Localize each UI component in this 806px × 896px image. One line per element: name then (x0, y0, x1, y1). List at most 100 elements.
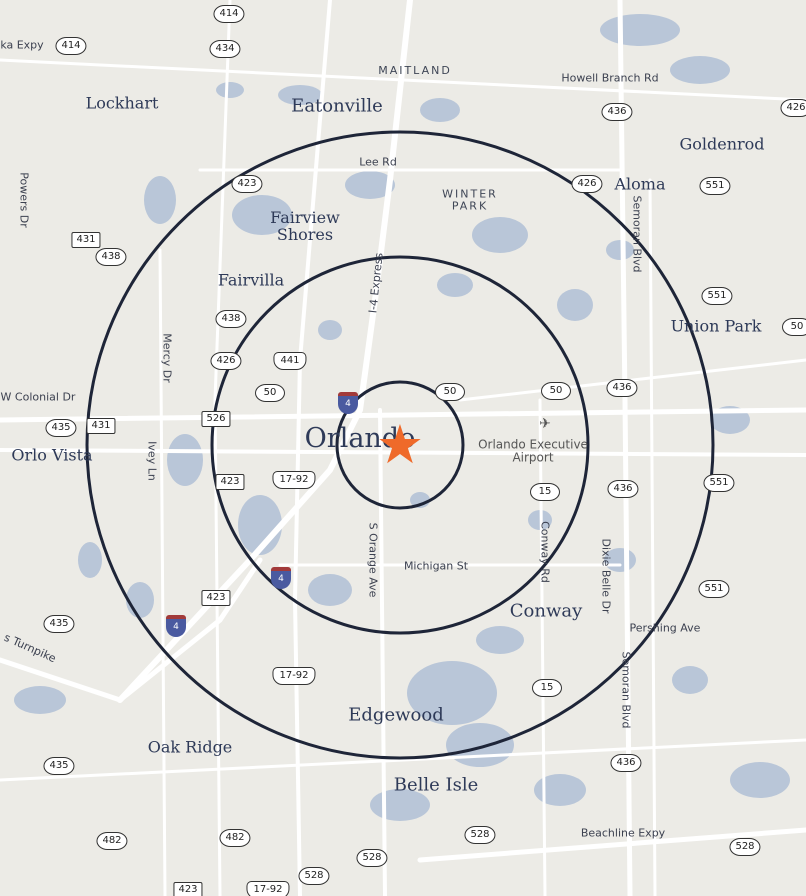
route-shield: 482 (219, 829, 251, 847)
lake (278, 85, 322, 105)
route-shield: 50 (255, 384, 285, 402)
lake (472, 217, 528, 253)
lake (308, 574, 352, 606)
route-shield: 17-92 (246, 881, 290, 896)
road-label-beachline: Beachline Expy (580, 826, 666, 840)
interstate-shield: 4 (338, 392, 358, 414)
route-shield: 551 (698, 580, 730, 598)
place-union-park: Union Park (670, 316, 762, 336)
route-shield: 431 (71, 232, 101, 248)
route-shield: 528 (298, 867, 330, 885)
route-shield: 426 (571, 175, 603, 193)
road-turnpike (0, 557, 263, 703)
route-shield: 436 (601, 103, 633, 121)
lake (437, 273, 473, 297)
lake (670, 56, 730, 84)
road-semoran (648, 178, 657, 896)
route-shield: 426 (210, 352, 242, 370)
road-label-pershing: Pershing Ave (629, 621, 701, 635)
road-colonial (0, 407, 806, 423)
lake (600, 14, 680, 46)
road-label-semoran-south: Semoran Blvd (619, 651, 633, 729)
route-shield: 482 (96, 832, 128, 850)
road-north (0, 58, 806, 102)
lake (730, 762, 790, 798)
road-408 (0, 448, 806, 457)
road-mercy (158, 248, 167, 896)
road-label-conway-rd: Conway Rd (538, 521, 552, 583)
place-orlo-vista: Orlo Vista (11, 445, 93, 465)
ring-outer (85, 130, 715, 760)
route-shield: 551 (699, 177, 731, 195)
star-icon[interactable]: ★ (375, 413, 425, 476)
road-label-michigan: Michigan St (403, 559, 469, 573)
place-oak-ridge: Oak Ridge (147, 737, 233, 757)
route-shield: 528 (729, 838, 761, 856)
route-shield: 426 (780, 99, 806, 117)
route-shield: 423 (201, 590, 231, 606)
route-shield: 551 (701, 287, 733, 305)
road-conway (538, 398, 547, 896)
place-aloma: Aloma (614, 174, 666, 194)
route-shield: 423 (173, 882, 203, 896)
route-shield: 438 (215, 310, 247, 328)
road-label-semoran-north: Semoran Blvd (630, 195, 644, 273)
route-shield: 528 (356, 849, 388, 867)
road-label-lee-rd: Lee Rd (359, 155, 397, 169)
route-shield: 435 (45, 419, 77, 437)
route-shield: 17-92 (272, 471, 316, 489)
place-edgewood: Edgewood (348, 704, 444, 726)
place-fairview-shores: Fairview Shores (270, 208, 340, 244)
road-label-ka-expy: ka Expy (0, 38, 44, 52)
place-belle-isle: Belle Isle (393, 774, 479, 796)
lake (476, 626, 524, 654)
lake (345, 171, 395, 199)
route-shield: 435 (43, 615, 75, 633)
place-maitland: MAITLAND (378, 64, 452, 78)
place-airport: Orlando Executive Airport (478, 437, 588, 464)
road-436 (617, 0, 633, 896)
lake (14, 686, 66, 714)
interstate-shield: 4 (271, 567, 291, 589)
airport-plane-icon: ✈ (539, 416, 551, 432)
road-label-colonial: W Colonial Dr (0, 390, 76, 404)
interstate-shield: 4 (166, 615, 186, 637)
route-shield: 431 (86, 418, 116, 434)
ring-middle (210, 255, 590, 635)
place-winter-park: WINTER PARK (442, 187, 498, 212)
route-shield: 15 (532, 679, 562, 697)
place-eatonville: Eatonville (291, 95, 383, 117)
lake (232, 195, 292, 235)
route-shield: 434 (209, 40, 241, 58)
ring-inner (335, 380, 465, 510)
route-shield: 528 (464, 826, 496, 844)
route-shield: 441 (273, 352, 307, 370)
lake (167, 434, 203, 486)
road-beachline (417, 827, 806, 863)
lake (126, 582, 154, 618)
route-shield: 438 (95, 248, 127, 266)
route-shield: 50 (541, 382, 571, 400)
lake (407, 661, 497, 725)
route-shield: 17-92 (272, 667, 316, 685)
place-conway: Conway (509, 600, 583, 622)
route-shield: 423 (231, 175, 263, 193)
road-label-dixie-belle: Dixie Belle Dr (599, 538, 613, 614)
road-orange (378, 408, 387, 896)
route-shield: 436 (607, 480, 639, 498)
route-shield: 435 (43, 757, 75, 775)
route-shield: 436 (610, 754, 642, 772)
lake (144, 176, 176, 224)
lake (534, 774, 586, 806)
route-shield: 436 (606, 379, 638, 397)
radius-rings (85, 130, 715, 760)
lake (78, 542, 102, 578)
place-orlando: Orlando (304, 422, 416, 454)
route-shield: 50 (435, 383, 465, 401)
lake (606, 240, 634, 260)
route-shield: 50 (782, 318, 806, 336)
road-label-mercy-dr: Mercy Dr (160, 333, 174, 383)
road-label-powers-dr: Powers Dr (17, 172, 31, 228)
